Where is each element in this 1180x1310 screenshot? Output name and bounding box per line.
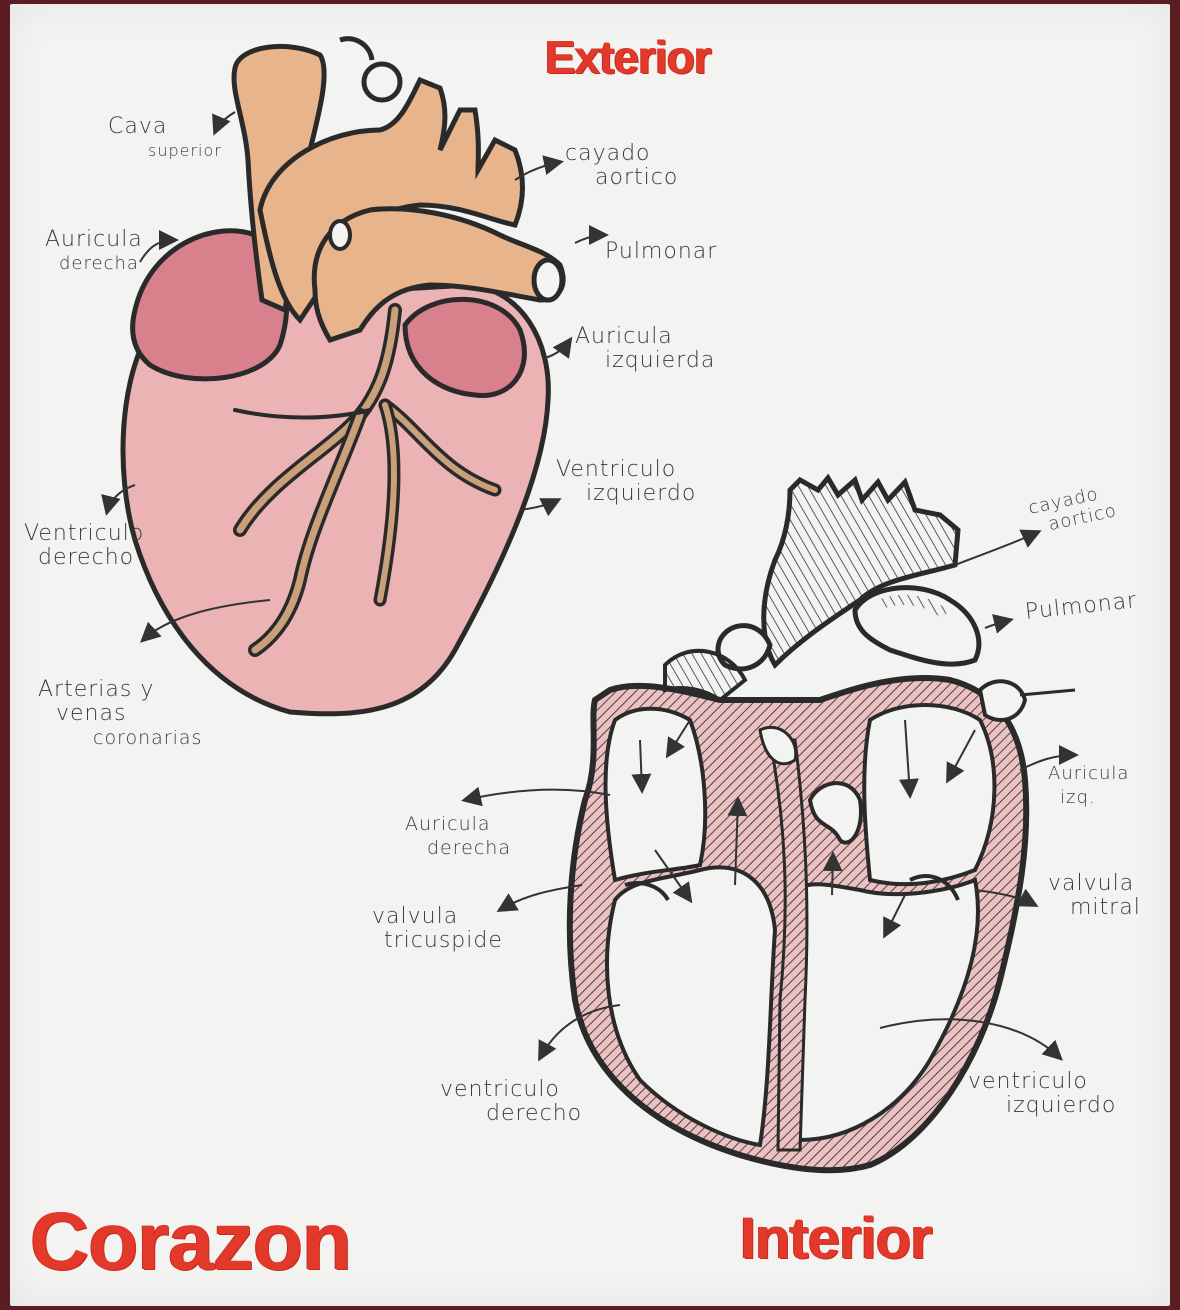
label-valvula-mitral: valvula mitral (1048, 872, 1141, 920)
label-ext-auricula-izquierda: Auricula izquierda (575, 325, 715, 373)
label-int-ventriculo-derecho: ventriculo derecho (440, 1078, 582, 1126)
label-ext-auricula-derecha: Auricula derecha (45, 228, 143, 276)
label-ext-ventriculo-derecho: Ventriculo derecho (24, 522, 144, 570)
label-cava-superior: Cava superior (108, 115, 222, 163)
label-int-auricula-izq: Auricula izq. (1048, 762, 1129, 810)
title-interior: Interior (740, 1205, 932, 1272)
label-ext-ventriculo-izquierdo: Ventriculo izquierdo (556, 458, 696, 506)
label-ext-cayado-aortico: cayado aortico (565, 142, 678, 190)
int-right-ventricle (607, 868, 775, 1146)
label-ext-pulmonar: Pulmonar (605, 240, 717, 264)
int-right-atrium (606, 709, 706, 880)
interior-heart (465, 478, 1075, 1170)
label-int-ventriculo-izquierdo: ventriculo izquierdo (968, 1070, 1116, 1118)
label-arterias-venas: Arterias y venas coronarias (38, 678, 202, 750)
label-int-auricula-derecha: Auricula derecha (405, 812, 511, 860)
int-left-ventricle (795, 880, 978, 1140)
title-main: Corazon (30, 1195, 351, 1289)
label-valvula-tricuspide: valvula tricuspide (372, 905, 503, 953)
title-exterior: Exterior (545, 30, 711, 84)
